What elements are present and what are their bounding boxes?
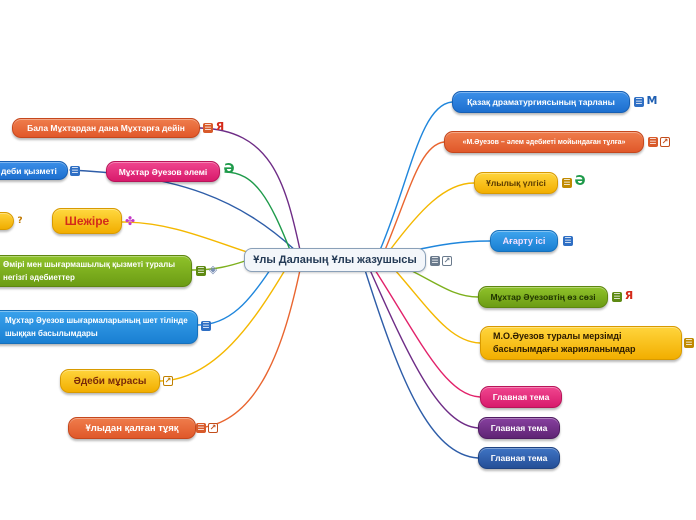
topic-ulylyk-ulgisi[interactable]: Ұлылық үлгісі xyxy=(474,172,558,194)
topic-alem-label: «М.Әуезов – әлем әдебиеті мойындаған тұл… xyxy=(462,138,626,146)
topic-hidden-yellow[interactable] xyxy=(0,212,14,230)
link-tema3 xyxy=(364,269,479,459)
notes-icon[interactable] xyxy=(648,137,658,147)
topic-mukhtar-alemi-label: Мұхтар Әуезов әлемі xyxy=(118,166,208,177)
central-topic-label: Ұлы Даланың Ұлы жазушысы xyxy=(253,254,417,266)
topic-bala-mukhtar[interactable]: Бала Мұхтардан дана Мұхтарға дейін xyxy=(12,118,200,138)
topic-ulydan-tuyak-label: Ұлыдан қалған тұяқ xyxy=(85,422,179,434)
topic-merzimdi[interactable]: М.О.Әуезов туралы мерзімді басылымдағы ж… xyxy=(480,326,682,360)
topic-ulylyk-label: Ұлылық үлгісі xyxy=(486,178,546,188)
topic-drama-label: Қазақ драматургиясының тарланы xyxy=(467,97,615,107)
topic-oz-sozi-label: Мұхтар Әуезовтің өз сөзі xyxy=(490,292,596,302)
topic-glavnaya-1[interactable]: Главная тема xyxy=(480,386,562,408)
topic-oz-sozi[interactable]: Мұхтар Әуезовтің өз сөзі xyxy=(478,286,608,308)
topic-glavnaya-2-label: Главная тема xyxy=(490,423,548,433)
puzzle-icon[interactable]: ✤ xyxy=(125,214,136,228)
topic-shet-tilinde[interactable]: Мұхтар Әуезов шығармаларының шет тілінде… xyxy=(0,310,198,344)
notes-icon[interactable] xyxy=(196,423,206,433)
link-tuyak xyxy=(195,269,301,429)
topic-shezhire[interactable]: Шежіре xyxy=(52,208,122,234)
link-alemi xyxy=(224,171,291,251)
topic-bala-mukhtar-label: Бала Мұхтардан дана Мұхтарға дейін xyxy=(27,123,185,133)
topic-alem-adebieti[interactable]: «М.Әуезов – әлем әдебиеті мойындаған тұл… xyxy=(444,131,644,153)
link-tema1 xyxy=(374,269,481,398)
notes-icon[interactable] xyxy=(203,123,213,133)
topic-drama-tarlany[interactable]: Қазақ драматургиясының тарланы xyxy=(452,91,630,113)
topic-glavnaya-3[interactable]: Главная тема xyxy=(478,447,560,469)
notes-icon[interactable] xyxy=(563,236,573,246)
diamond-icon[interactable]: ◈ xyxy=(208,263,218,276)
topic-glavnaya-1-label: Главная тема xyxy=(492,392,550,402)
topic-agartu-label: Ағарту ісі xyxy=(502,236,546,246)
gn-icon[interactable]: Ә xyxy=(574,174,586,189)
mk-icon[interactable]: M xyxy=(646,94,658,107)
notes-icon[interactable] xyxy=(201,321,211,331)
link-shet xyxy=(197,269,271,326)
notes-icon[interactable] xyxy=(612,292,622,302)
topic-deby-kyzmeti-label: деби қызметі xyxy=(1,165,57,176)
central-topic[interactable]: Ұлы Даланың Ұлы жазушысы xyxy=(244,248,426,272)
topic-omiri-adebiettер[interactable]: Өмірі мен шығармашылық қызметі туралы не… xyxy=(0,255,192,287)
notes-icon[interactable] xyxy=(634,97,644,107)
link-icon[interactable]: ↗ xyxy=(163,376,173,386)
link-icon[interactable]: ↗ xyxy=(660,137,670,147)
link-alem xyxy=(384,141,445,251)
link-ulylyk xyxy=(389,182,475,251)
topic-glavnaya-2[interactable]: Главная тема xyxy=(478,417,560,439)
topic-glavnaya-3-label: Главная тема xyxy=(490,453,548,463)
notes-icon[interactable] xyxy=(562,178,572,188)
topic-shezhire-label: Шежіре xyxy=(64,214,110,228)
yandex-icon[interactable]: Я xyxy=(624,289,634,302)
yandex-icon[interactable]: Я xyxy=(215,120,225,133)
topic-shet-tilinde-label: Мұхтар Әуезов шығармаларының шет тілінде… xyxy=(5,316,188,338)
topic-adebi-murasy-label: Әдеби мұрасы xyxy=(73,375,147,387)
notes-icon[interactable] xyxy=(430,256,440,266)
link-bala xyxy=(199,127,301,251)
link-mura xyxy=(159,269,286,382)
link-tema2 xyxy=(369,269,479,429)
link-shezhire xyxy=(121,221,251,254)
question-icon[interactable]: ? xyxy=(17,216,23,226)
notes-icon[interactable] xyxy=(196,266,206,276)
notes-icon[interactable] xyxy=(684,338,694,348)
gn-icon[interactable]: Ә xyxy=(223,162,235,177)
topic-agartu-isi[interactable]: Ағарту ісі xyxy=(490,230,558,252)
link-icon[interactable]: ↗ xyxy=(208,423,218,433)
link-agartu xyxy=(414,240,491,251)
topic-omiri-label: Өмірі мен шығармашылық қызметі туралы не… xyxy=(3,260,176,282)
topic-adebi-murasy[interactable]: Әдеби мұрасы xyxy=(60,369,160,393)
topic-deby-kyzmeti[interactable]: деби қызметі xyxy=(0,161,68,180)
link-icon[interactable]: ↗ xyxy=(442,256,452,266)
topic-mukhtar-alemi[interactable]: Мұхтар Әуезов әлемі xyxy=(106,161,220,182)
notes-icon[interactable] xyxy=(70,166,80,176)
topic-ulydan-tuyak[interactable]: Ұлыдан қалған тұяқ xyxy=(68,417,196,439)
link-merzim xyxy=(394,269,481,344)
link-oz xyxy=(409,269,479,298)
topic-merzimdi-label: М.О.Әуезов туралы мерзімді басылымдағы ж… xyxy=(493,331,636,354)
link-drama xyxy=(379,101,453,251)
